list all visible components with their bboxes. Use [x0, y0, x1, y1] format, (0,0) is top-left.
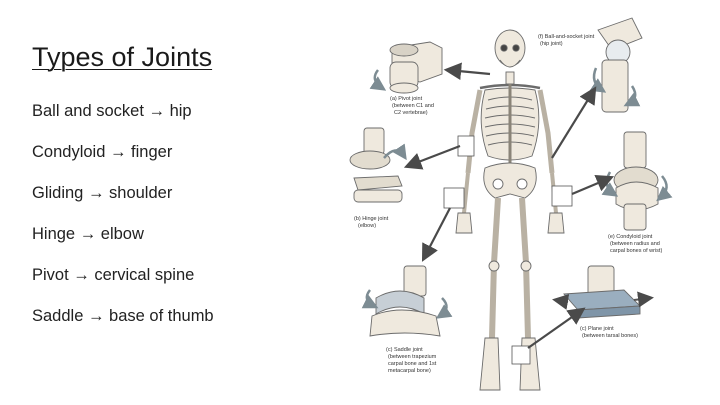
svg-text:(b) Hinge joint: (b) Hinge joint — [354, 216, 389, 222]
slide-title: Types of Joints — [32, 42, 213, 72]
pivot-joint-caption: (a) Pivot joint (between C1 and C2 verte… — [390, 96, 434, 116]
hinge-joint-drawing — [349, 127, 407, 203]
svg-text:(between tarsal bones): (between tarsal bones) — [582, 333, 638, 339]
skeleton-joints-illustration: (a) Pivot joint (between C1 and C2 verte… — [349, 17, 673, 391]
svg-text:(between C1 and: (between C1 and — [392, 103, 434, 109]
list-item-ball-and-socket: Ball and socket → hip — [32, 102, 192, 120]
svg-text:C2 vertebrae): C2 vertebrae) — [394, 110, 428, 116]
pivot-joint-drawing — [369, 41, 443, 94]
svg-text:(between radius and: (between radius and — [610, 241, 660, 247]
svg-text:(f) Ball-and-socket joint: (f) Ball-and-socket joint — [538, 34, 595, 40]
saddle-joint-caption: (c) Saddle joint (between trapezium carp… — [386, 347, 437, 374]
leader-arrows — [403, 62, 615, 349]
svg-text:(a) Pivot joint: (a) Pivot joint — [390, 96, 423, 102]
plane-joint-drawing — [552, 265, 654, 319]
list-item-hinge: Hinge → elbow — [32, 225, 144, 243]
svg-text:metacarpal bone): metacarpal bone) — [388, 368, 431, 374]
svg-text:(elbow): (elbow) — [358, 223, 376, 229]
svg-text:(c) Plane joint: (c) Plane joint — [580, 326, 614, 332]
list-item-saddle: Saddle → base of thumb — [32, 307, 214, 325]
list-item-gliding: Gliding → shoulder — [32, 184, 173, 202]
condyloid-joint-drawing — [601, 131, 673, 231]
svg-text:(between trapezium: (between trapezium — [388, 354, 437, 360]
skeleton — [455, 29, 565, 391]
hinge-joint-caption: (b) Hinge joint (elbow) — [354, 216, 389, 229]
saddle-joint-drawing — [361, 265, 453, 337]
joint-anatomy-figure: (a) Pivot joint (between C1 and C2 verte… — [340, 8, 720, 405]
list-item-pivot: Pivot → cervical spine — [32, 266, 195, 284]
svg-text:carpal bone and 1st: carpal bone and 1st — [388, 361, 437, 367]
svg-text:(hip joint): (hip joint) — [540, 41, 563, 47]
ball-and-socket-joint-caption: (f) Ball-and-socket joint (hip joint) — [538, 34, 595, 47]
joint-type-list: Ball and socket → hip Condyloid → finger… — [32, 100, 214, 346]
list-item-condyloid: Condyloid → finger — [32, 143, 173, 161]
svg-text:(c) Saddle joint: (c) Saddle joint — [386, 347, 423, 353]
condyloid-joint-caption: (e) Condyloid joint (between radius and … — [608, 234, 662, 254]
svg-text:(e) Condyloid joint: (e) Condyloid joint — [608, 234, 653, 240]
highlight-boxes — [443, 135, 573, 365]
svg-text:carpal bones of wrist): carpal bones of wrist) — [610, 248, 662, 254]
plane-joint-caption: (c) Plane joint (between tarsal bones) — [580, 326, 638, 339]
ball-and-socket-joint-drawing — [589, 17, 643, 113]
